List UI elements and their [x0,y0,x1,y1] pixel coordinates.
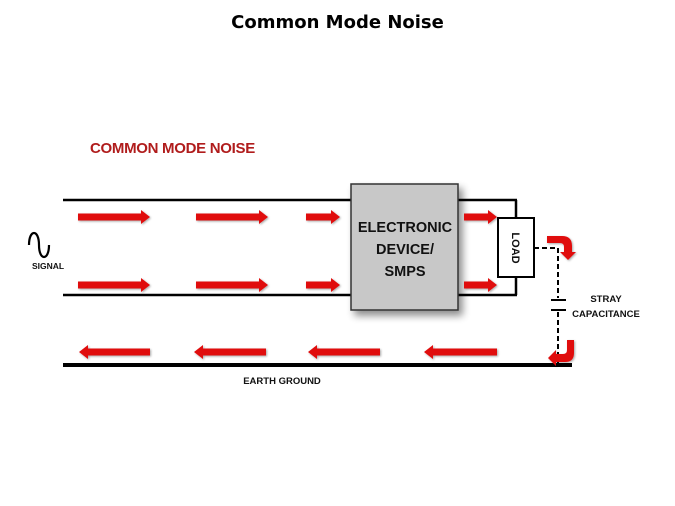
current-arrow-right-top [78,210,150,224]
electronic-device-box [350,183,459,311]
current-arrow-right-bottom [306,278,340,292]
current-arrow-left-ground [79,345,150,359]
current-arrow-right-top [196,210,268,224]
current-arrow-right-top [306,210,340,224]
signal-label: SIGNAL [32,261,64,271]
current-arrow-right-top [464,210,497,224]
stray-label-line-1: STRAY [590,294,622,305]
earth-ground-label: EARTH GROUND [243,376,321,387]
current-arrow-left-ground [308,345,380,359]
stray-capacitance-path [534,247,559,298]
device-label-line-3: SMPS [384,264,425,280]
sine-wave-icon [27,231,51,259]
stray-label-line-2: CAPACITANCE [572,309,640,320]
slide-title: Common Mode Noise [231,12,444,33]
device-label-line-2: DEVICE/ [376,242,434,258]
current-arrow-left-ground [194,345,266,359]
load-label: LOAD [509,232,521,263]
diagram-heading: COMMON MODE NOISE [90,140,255,157]
current-arrow-left-ground [424,345,497,359]
current-arrow-right-bottom [78,278,150,292]
curved-arrow-left-icon [548,340,574,366]
load-box [497,217,535,278]
device-label-line-1: ELECTRONIC [358,220,453,236]
curved-arrow-down-icon [547,236,576,260]
current-arrow-right-bottom [464,278,497,292]
current-arrow-right-bottom [196,278,268,292]
